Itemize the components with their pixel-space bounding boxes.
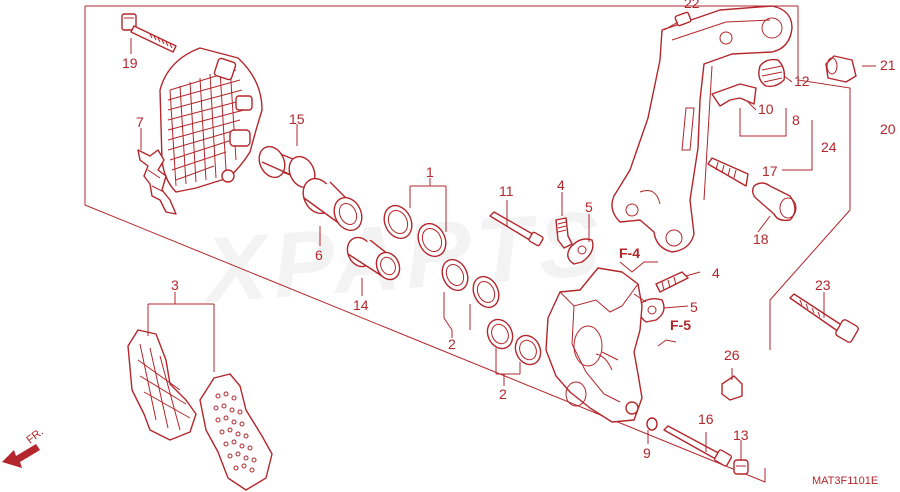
callout-5-upper: 5	[585, 199, 593, 215]
piston-seal-set-2a	[441, 258, 500, 309]
callout-12: 17	[762, 163, 778, 179]
callout-8: 8	[792, 112, 800, 128]
callout-24: 24	[821, 139, 837, 155]
callout-20: 21	[880, 57, 896, 73]
callout-4-upper: 4	[557, 177, 565, 193]
piston-6	[302, 177, 363, 232]
callout-9: 9	[643, 445, 651, 461]
callout-17: 14	[353, 297, 369, 313]
piston-17	[346, 236, 401, 281]
bleeder-cap-5-lower	[638, 297, 665, 323]
boot-13	[751, 182, 797, 222]
callout-11: 11	[499, 183, 514, 199]
pad-pin-11	[489, 211, 544, 247]
bracket-stud-21	[663, 11, 692, 31]
diagram-code: MAT3F1101E	[812, 475, 878, 487]
caliper-bracket-15	[611, 5, 793, 253]
callout-10: 10	[758, 101, 774, 117]
piston-19	[258, 145, 316, 189]
callout-14: 12	[794, 73, 810, 89]
bolt-23	[121, 13, 177, 53]
bleeder-valve-4-upper	[555, 217, 573, 249]
pad-pin-18	[663, 425, 733, 467]
boot-14	[758, 58, 786, 88]
callout-26: 26	[724, 347, 740, 363]
slide-pin-12	[707, 157, 749, 187]
callout-23: 19	[122, 55, 138, 71]
pad-spring-7	[137, 149, 177, 215]
reference-f5: F-5	[670, 317, 691, 333]
callout-2-lower: 2	[499, 386, 507, 402]
callout-4-lower: 4	[712, 265, 720, 281]
assembly-frame	[84, 6, 766, 483]
bolt-22	[789, 293, 859, 343]
callout-18: 16	[698, 411, 714, 427]
caliper-body	[545, 267, 643, 423]
bleeder-cap-5-upper	[567, 238, 594, 265]
washer-9	[646, 417, 658, 431]
callout-13: 18	[753, 231, 769, 247]
caliper-bracket-cover	[159, 47, 263, 193]
callout-22: 23	[815, 277, 831, 293]
callout-1: 1	[426, 164, 434, 180]
callout-3: 3	[171, 277, 179, 293]
bleeder-valve-4-lower	[655, 271, 689, 293]
piston-seal-set-2b	[486, 318, 542, 366]
piston-seal-set-1	[383, 204, 447, 258]
plug-16	[733, 459, 749, 475]
cap-20	[825, 55, 857, 83]
front-direction-label: FR.	[24, 426, 45, 446]
callout-5-lower: 5	[690, 299, 698, 315]
brake-pad-3-front	[127, 329, 197, 441]
retainer-clip-10	[711, 83, 757, 107]
reference-f4: F-4	[619, 245, 640, 261]
callout-15: 20	[880, 121, 896, 137]
callout-21: 22	[684, 0, 700, 11]
callout-7: 7	[136, 114, 144, 130]
callout-19: 15	[289, 111, 305, 127]
callout-6: 6	[315, 247, 323, 263]
brake-pad-3-rear	[199, 373, 273, 491]
callout-16: 13	[733, 427, 749, 443]
front-direction-arrow-icon: FR.	[2, 426, 46, 468]
plug-26	[721, 375, 743, 401]
callout-2-upper: 2	[448, 336, 456, 352]
callout-labels: 19 7 15 6 14 1 2 2 3 11 4 5 4 5 26 9 16 …	[122, 0, 896, 461]
leader-lines	[130, 38, 876, 460]
